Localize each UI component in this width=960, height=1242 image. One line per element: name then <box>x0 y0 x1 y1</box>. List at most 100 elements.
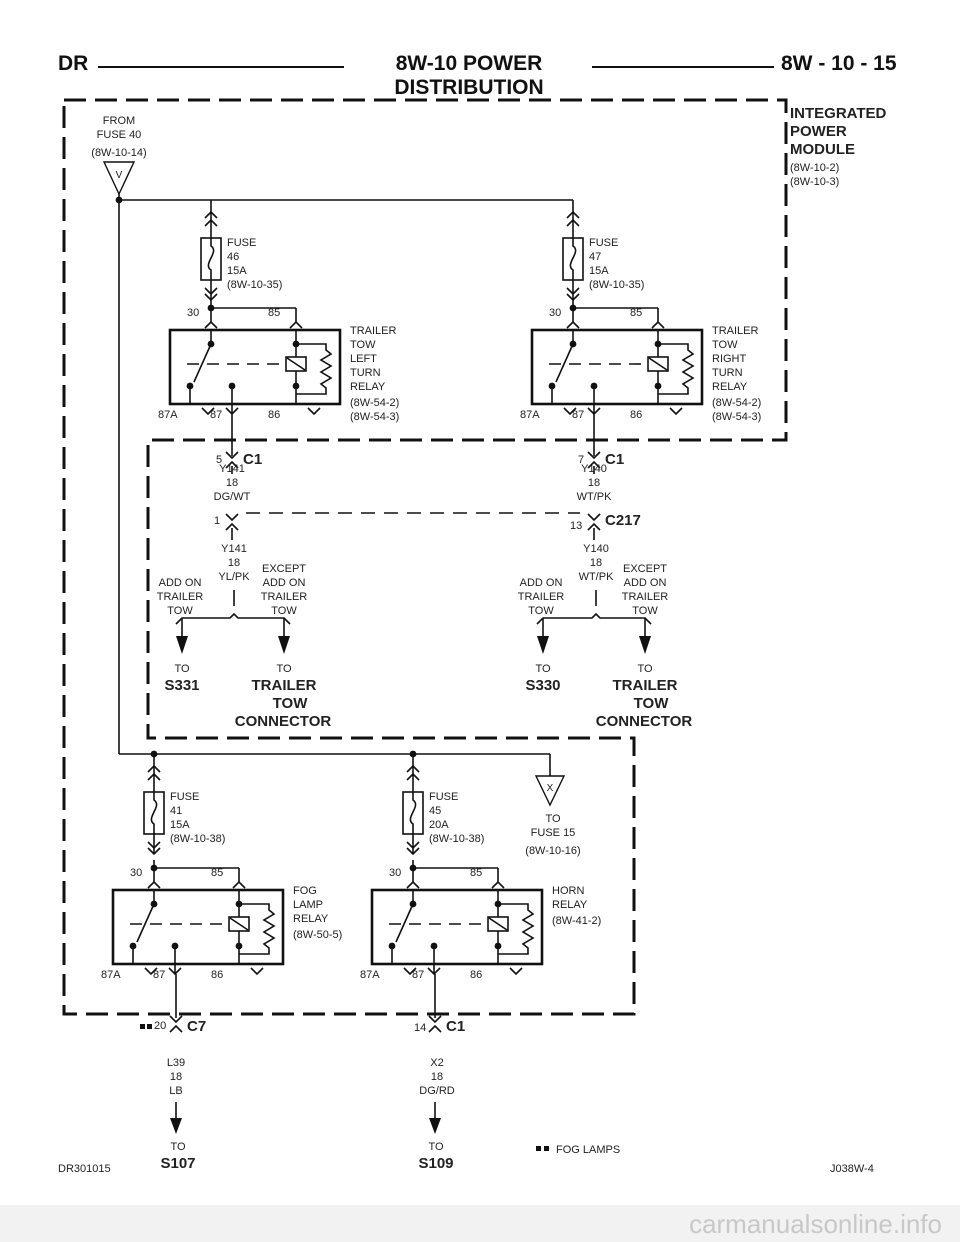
trailer-tow-harness-lines <box>231 466 595 540</box>
fuse-ref: (8W-10-38) <box>170 833 225 845</box>
pin-label: 30 <box>389 867 401 879</box>
connector-chevron <box>250 967 264 976</box>
fuse-ref: (8W-10-35) <box>589 279 644 291</box>
pin-label: 87 <box>153 969 165 981</box>
wire-color: YL/PK <box>218 571 250 583</box>
pin-label: 86 <box>630 409 642 421</box>
fuse-ref: (8W-10-35) <box>227 279 282 291</box>
relay-coil-mark <box>229 917 249 931</box>
dest-to: TO <box>637 663 653 675</box>
header-section-code: DR <box>58 52 89 75</box>
connector-chevron <box>169 1024 183 1033</box>
wire-circuit: Y141 <box>219 463 245 475</box>
source-from-fuse-40: FROM FUSE 40 (8W-10-14) V <box>91 115 147 196</box>
relay-name-line: TURN <box>350 367 381 379</box>
pin-label: 87A <box>520 409 540 421</box>
relay-ref: (8W-54-3) <box>350 411 399 423</box>
dest-connector-line: TOW <box>273 695 309 712</box>
page-title: 8W-10 POWER DISTRIBUTION <box>394 52 544 99</box>
branch-except-label: TRAILER <box>622 591 669 603</box>
module-title-line: INTEGRATED <box>790 105 887 122</box>
wire-color: WT/PK <box>577 491 612 503</box>
left-branch-texts: ADD ON TRAILER TOW EXCEPT ADD ON TRAILER… <box>157 563 308 617</box>
relay-resistor <box>498 903 535 955</box>
relay-resistor <box>658 343 695 395</box>
dest-to: TO <box>170 1141 186 1153</box>
relay-name-line: TURN <box>712 367 743 379</box>
branch-split <box>175 590 291 654</box>
wire-gauge: 18 <box>226 477 238 489</box>
branch-except-label: ADD ON <box>624 577 667 589</box>
fuse15-marker-letter: X <box>547 783 554 794</box>
connector-pin: 20 <box>154 1020 166 1032</box>
connector-pin: 14 <box>414 1022 426 1034</box>
legend-label: FOG LAMPS <box>556 1144 620 1156</box>
relay-name-line: TOW <box>712 339 738 351</box>
pin-label: 85 <box>268 307 280 319</box>
watermark-bar: carmanualsonline.info <box>0 1205 960 1242</box>
branch-add-on-label: TOW <box>167 605 193 617</box>
connector-chevron <box>428 1024 442 1033</box>
relay-name-line: RIGHT <box>712 353 747 365</box>
relay-resistor <box>296 343 333 395</box>
wire-gauge: 18 <box>588 477 600 489</box>
switch-arm <box>136 903 155 943</box>
branch-except-label: TRAILER <box>261 591 308 603</box>
left-upper-wire-label: Y141 18 DG/WT <box>214 463 251 503</box>
horn-output-wire-label: X2 18 DG/RD <box>419 1057 455 1097</box>
main-bus-wires <box>118 194 574 776</box>
relay-name-line: RELAY <box>552 899 588 911</box>
branch-except-label: EXCEPT <box>623 563 667 575</box>
pin-label: 85 <box>630 307 642 319</box>
pin-label: 30 <box>130 867 142 879</box>
relay-ref: (8W-54-2) <box>712 397 761 409</box>
fuse-element <box>207 238 215 280</box>
connector-chevron <box>669 407 683 416</box>
source-label: FROM <box>103 115 135 127</box>
connector-chevron <box>204 287 218 296</box>
wire-color: DG/WT <box>214 491 251 503</box>
fog-output-wire-label: L39 18 LB <box>167 1057 185 1097</box>
fuse-label: FUSE <box>589 237 618 249</box>
pin-label: 86 <box>211 969 223 981</box>
connector-chevron <box>225 513 239 522</box>
connector-chevron <box>289 320 303 329</box>
connector-pin-symbol <box>587 451 601 469</box>
arrow-down <box>537 636 549 654</box>
connector-chevron <box>225 451 239 460</box>
branch-except-label: EXCEPT <box>262 563 306 575</box>
fuse-rating: 15A <box>227 265 247 277</box>
module-ref: (8W-10-3) <box>790 176 839 188</box>
connector-chevron <box>147 841 161 850</box>
relay-resistor <box>239 903 276 955</box>
connector-name: C1 <box>243 451 262 468</box>
connector-chevron <box>406 847 420 856</box>
dest-connector-line: CONNECTOR <box>235 713 332 730</box>
fuse-ref: (8W-10-38) <box>429 833 484 845</box>
right-lower-wire-label: Y140 18 WT/PK <box>579 543 614 583</box>
connector-chevron <box>147 880 161 889</box>
connector-chevron <box>403 967 417 976</box>
source-marker-triangle <box>102 161 136 196</box>
connector-pin: 5 <box>216 454 222 466</box>
switch-arm <box>555 343 574 383</box>
wire-color: WT/PK <box>579 571 614 583</box>
wire-circuit: L39 <box>167 1057 185 1069</box>
connector-pin-symbol <box>428 1015 442 1033</box>
pin-label: 85 <box>470 867 482 879</box>
module-title-line: MODULE <box>790 141 855 158</box>
pin-label: 86 <box>470 969 482 981</box>
connector-chevron <box>406 841 420 850</box>
dest-s109: S109 <box>418 1155 453 1172</box>
connector-chevron <box>587 460 601 469</box>
relay-name-line: HORN <box>552 885 584 897</box>
branch-add-on-label: TRAILER <box>518 591 565 603</box>
fuse-number: 41 <box>170 805 182 817</box>
watermark-text: carmanualsonline.info <box>689 1209 942 1239</box>
pin-label: 87A <box>101 969 121 981</box>
connector-chevron <box>587 522 601 531</box>
page-number: 8W - 10 - 15 <box>781 52 897 75</box>
